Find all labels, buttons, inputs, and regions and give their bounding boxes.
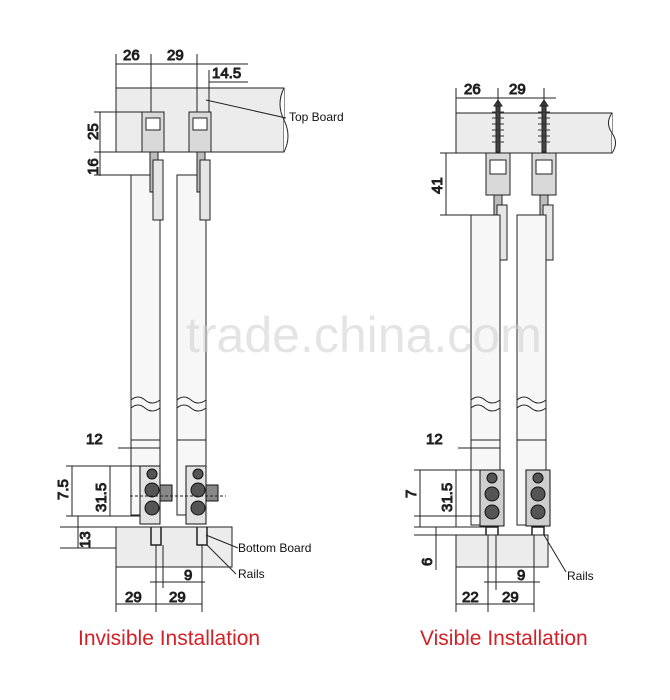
- right-rails-label: Rails: [567, 569, 594, 583]
- left-dim-h-13: 13: [77, 531, 94, 548]
- watermark-text: trade.china.com: [186, 307, 542, 363]
- left-top-roller-1: [141, 111, 165, 221]
- right-dim-h-31-5: 31.5: [439, 483, 456, 512]
- left-door-break-2: [176, 396, 207, 404]
- left-top-dim-lines: [94, 54, 248, 176]
- right-caption: Visible Installation: [420, 627, 588, 650]
- right-bottom-guide-1: [479, 469, 505, 527]
- left-dim-bot-29b: 29: [169, 589, 186, 606]
- right-screw-2: [538, 99, 550, 153]
- right-dim-bot-29: 29: [502, 589, 519, 606]
- left-dim-bot-29a: 29: [125, 589, 142, 606]
- left-top-board-break: [279, 87, 289, 153]
- left-dim-top-14-5: 14.5: [212, 65, 241, 82]
- left-bottom-guide-2: [185, 465, 219, 525]
- left-dim-w-12: 12: [86, 431, 103, 448]
- right-door-panel-2: [516, 214, 547, 444]
- right-rail-2: [531, 526, 545, 535]
- right-bottom-dim-lines: [414, 440, 567, 612]
- right-dim-w-12: 12: [426, 431, 443, 448]
- right-bottom-board: [455, 534, 549, 568]
- right-dim-w-9: 9: [517, 567, 525, 584]
- right-dim-top-29: 29: [509, 81, 526, 98]
- top-board-label: Top Board: [289, 110, 344, 124]
- right-top-board: [455, 112, 613, 154]
- left-door-break-2b: [176, 404, 207, 412]
- right-top-roller-1: [485, 152, 511, 261]
- right-dim-h-7: 7: [403, 490, 420, 498]
- right-bottom-guide-2: [525, 469, 551, 527]
- right-panel: 26 29 41 12 7 31.5 6 9 22 29: [403, 81, 616, 612]
- left-panel: 26 29 14.5 25 16 12 7.5 31.5 13 9 29 29: [55, 47, 289, 612]
- right-top-board-break: [608, 112, 616, 154]
- left-dim-top-29: 29: [167, 47, 184, 64]
- left-dim-h-16: 16: [85, 158, 102, 175]
- right-door-break-1: [470, 396, 501, 404]
- right-rail-1: [485, 526, 499, 535]
- right-dim-top-26: 26: [464, 81, 481, 98]
- right-top-roller-2: [531, 152, 557, 261]
- left-dim-h-25: 25: [85, 123, 102, 140]
- right-dim-bot-22: 22: [462, 589, 479, 606]
- left-dim-h-7-5: 7.5: [55, 479, 72, 500]
- left-caption: Invisible Installation: [78, 627, 260, 650]
- right-door-break-2b: [516, 404, 547, 412]
- left-bottom-dim-lines: [60, 99, 287, 612]
- right-dim-h-6: 6: [419, 558, 436, 566]
- right-dim-h-41: 41: [429, 177, 446, 194]
- left-bottom-guide-1: [139, 465, 173, 525]
- left-dim-h-31-5: 31.5: [93, 483, 110, 512]
- bottom-board-label: Bottom Board: [238, 541, 311, 555]
- right-top-dim-lines: [440, 88, 556, 216]
- left-door-break-1: [130, 396, 161, 404]
- right-door-break-1b: [470, 404, 501, 412]
- right-door-break-2: [516, 396, 547, 404]
- left-rails-label: Rails: [238, 567, 265, 581]
- left-dim-w-9: 9: [184, 567, 192, 584]
- left-dim-top-26: 26: [123, 47, 140, 64]
- left-bottom-board: [115, 526, 233, 568]
- left-top-roller-2: [188, 111, 212, 221]
- left-door-break-1b: [130, 404, 161, 412]
